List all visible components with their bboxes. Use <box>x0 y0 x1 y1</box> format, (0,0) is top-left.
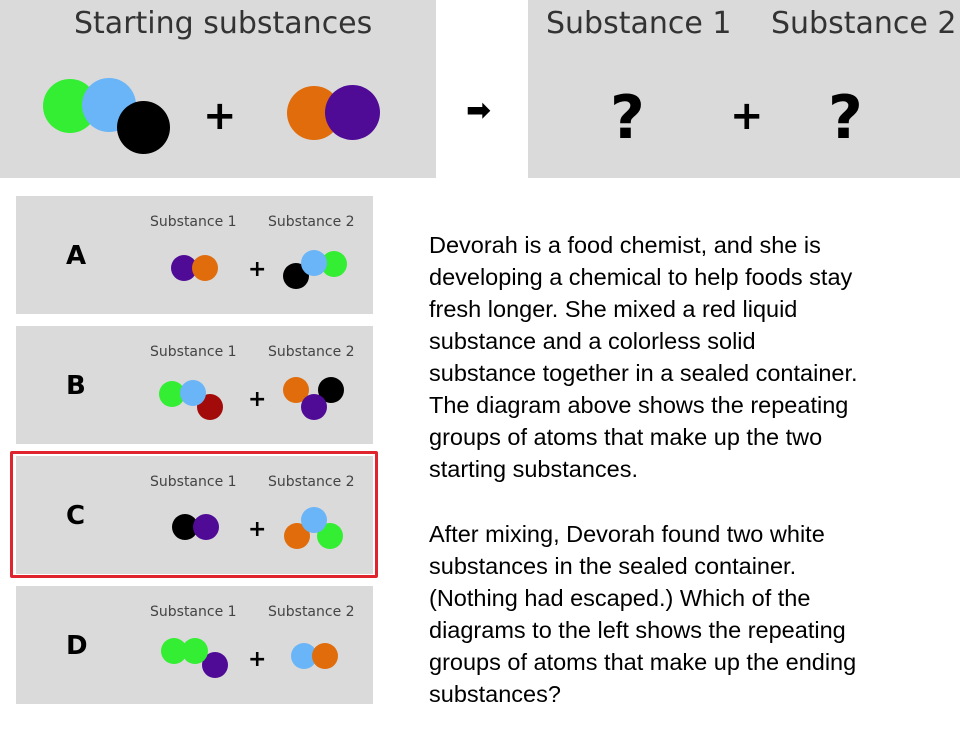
option-b[interactable]: B Substance 1 Substance 2 + <box>16 326 373 444</box>
plus-sign: + <box>248 517 267 542</box>
atom-blue <box>301 507 327 533</box>
atom-blue <box>301 250 327 276</box>
plus-sign: + <box>730 93 764 139</box>
option-caption-substance-1: Substance 1 <box>150 604 237 620</box>
selected-answer-highlight <box>10 451 378 578</box>
option-caption-substance-1: Substance 1 <box>150 344 237 360</box>
option-caption-substance-2: Substance 2 <box>268 344 355 360</box>
starting-substances-title: Starting substances <box>74 6 373 41</box>
plus-sign: + <box>248 387 267 412</box>
starting-substances-panel: Starting substances + <box>0 0 436 178</box>
option-caption-substance-1: Substance 1 <box>150 214 237 230</box>
option-c[interactable]: C Substance 1 Substance 2 + <box>16 456 373 574</box>
atom-purple <box>301 394 327 420</box>
plus-sign: + <box>248 257 267 282</box>
option-letter: B <box>66 371 86 401</box>
question-paragraph-1: Devorah is a food chemist, and she is de… <box>429 232 858 482</box>
option-caption-substance-1: Substance 1 <box>150 474 237 490</box>
question-text: Devorah is a food chemist, and she is de… <box>429 229 949 743</box>
atom-orange <box>312 643 338 669</box>
atom-purple <box>193 514 219 540</box>
atom-blue <box>180 380 206 406</box>
substance-2-title: Substance 2 <box>771 6 957 41</box>
plus-sign: + <box>248 647 267 672</box>
option-letter: C <box>66 501 86 531</box>
arrow-right-icon: ➡ <box>466 93 492 128</box>
option-a[interactable]: A Substance 1 Substance 2 + <box>16 196 373 314</box>
option-d[interactable]: D Substance 1 Substance 2 + <box>16 586 373 704</box>
atom-black <box>117 101 170 154</box>
substance-1-title: Substance 1 <box>546 6 732 41</box>
atom-green <box>182 638 208 664</box>
atom-orange <box>192 255 218 281</box>
plus-sign: + <box>203 93 237 139</box>
atom-purple <box>325 85 380 140</box>
option-caption-substance-2: Substance 2 <box>268 474 355 490</box>
question-mark-1: ? <box>610 83 645 153</box>
question-paragraph-2: After mixing, Devorah found two white su… <box>429 521 857 707</box>
option-letter: A <box>66 241 87 271</box>
option-caption-substance-2: Substance 2 <box>268 604 355 620</box>
question-mark-2: ? <box>828 83 863 153</box>
ending-substances-panel: Substance 1 Substance 2 ? + ? <box>528 0 960 178</box>
option-caption-substance-2: Substance 2 <box>268 214 355 230</box>
option-letter: D <box>66 631 88 661</box>
